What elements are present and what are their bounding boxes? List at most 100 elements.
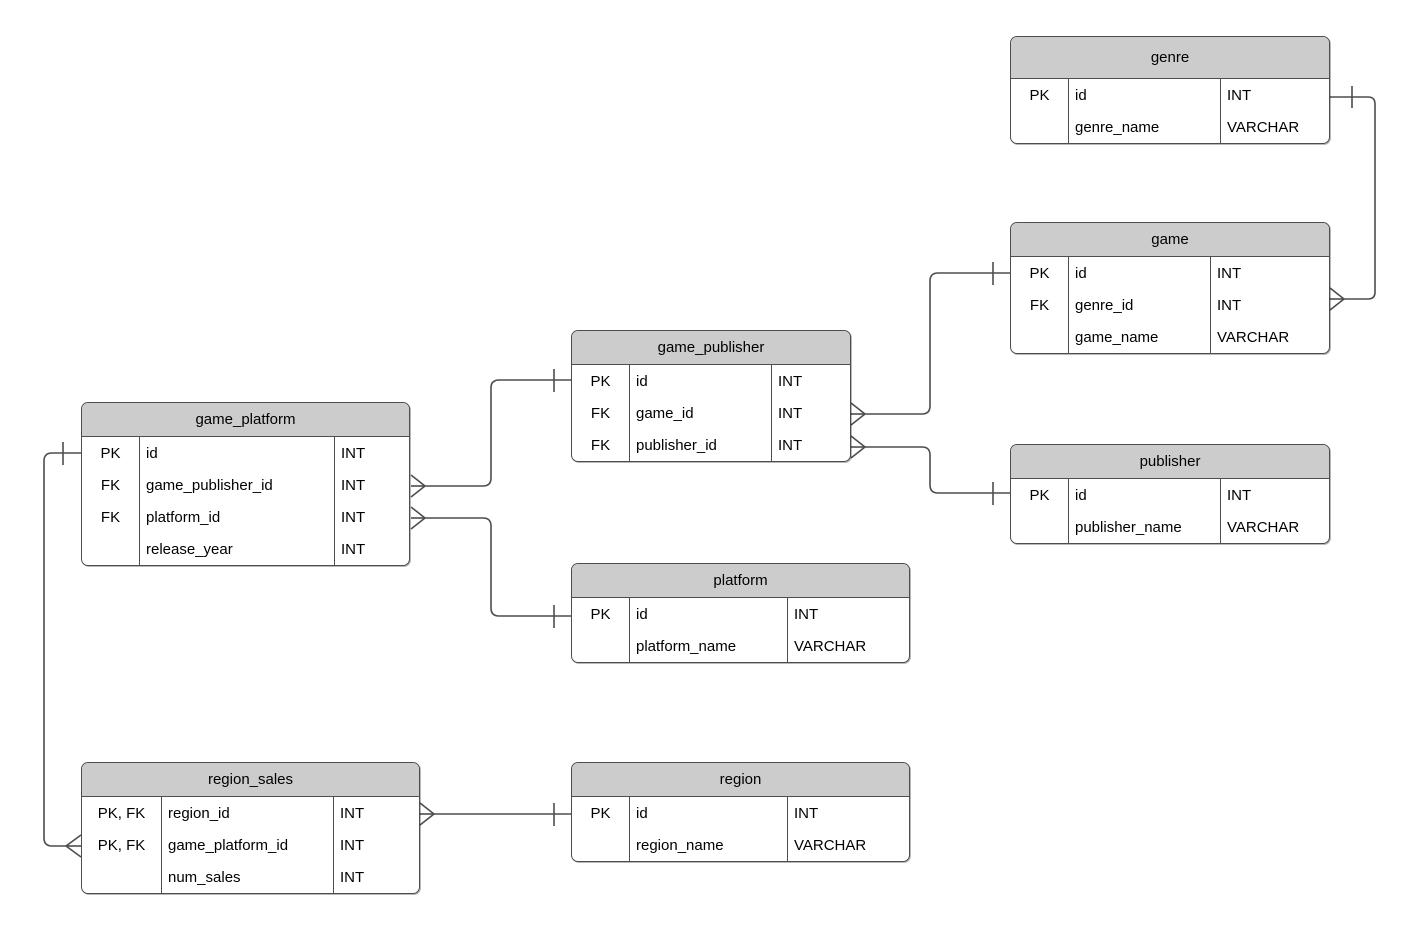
connector-genre-game [1329, 86, 1376, 311]
attribute-type: VARCHAR [794, 836, 867, 854]
attribute-name: id [1069, 479, 1221, 511]
attribute-type: INT [778, 404, 803, 422]
attribute-row[interactable]: genre_name VARCHAR [1011, 111, 1329, 143]
attribute-key: FK [1011, 289, 1069, 321]
attribute-name: platform_id [140, 501, 335, 533]
entity-title-game: game [1011, 223, 1329, 257]
crowsfoot-regionsales-region [419, 802, 435, 826]
attribute-type: INT [340, 804, 365, 822]
crowsfoot-gamepublisher-publisher [850, 435, 866, 459]
crowsfoot-game [1329, 287, 1345, 311]
attribute-type: INT [778, 372, 803, 390]
connector-gamepublisher-gameplatform [410, 369, 571, 498]
attribute-name: id [1069, 257, 1211, 289]
attribute-key [572, 630, 630, 662]
crowsfoot-gameplatform-gamepublisher [410, 474, 426, 498]
attribute-key [1011, 511, 1069, 543]
attribute-name: platform_name [630, 630, 788, 662]
connector-game-gamepublisher [850, 262, 1010, 426]
attribute-key: PK [572, 598, 630, 630]
attribute-row[interactable]: release_year INT [82, 533, 409, 565]
entity-title-region_sales: region_sales [82, 763, 419, 797]
attribute-type: INT [794, 605, 819, 623]
attribute-type: INT [341, 508, 366, 526]
attribute-name: genre_name [1069, 111, 1221, 143]
attribute-key: PK [1011, 479, 1069, 511]
attribute-row[interactable]: publisher_name VARCHAR [1011, 511, 1329, 543]
attribute-row[interactable]: num_sales INT [82, 861, 419, 893]
attribute-key: PK [1011, 79, 1069, 111]
attribute-name: id [1069, 79, 1221, 111]
attribute-name: id [630, 365, 772, 397]
attribute-key [572, 829, 630, 861]
attribute-name: num_sales [162, 861, 334, 893]
attribute-key: PK [1011, 257, 1069, 289]
attribute-name: release_year [140, 533, 335, 565]
attribute-name: id [140, 437, 335, 469]
attribute-name: publisher_name [1069, 511, 1221, 543]
attribute-key: PK [572, 797, 630, 829]
attribute-type: INT [341, 444, 366, 462]
attribute-name: genre_id [1069, 289, 1211, 321]
entity-title-publisher: publisher [1011, 445, 1329, 479]
attribute-name: game_platform_id [162, 829, 334, 861]
attribute-name: game_publisher_id [140, 469, 335, 501]
attribute-type: VARCHAR [794, 637, 867, 655]
attribute-key [82, 861, 162, 893]
crowsfoot-gameplatform-platform [410, 506, 426, 530]
attribute-type: INT [794, 804, 819, 822]
attribute-name: game_id [630, 397, 772, 429]
entity-title-genre: genre [1011, 37, 1329, 79]
attribute-type: INT [1227, 86, 1252, 104]
attribute-key: FK [572, 429, 630, 461]
attribute-type: VARCHAR [1227, 518, 1300, 536]
entity-title-region: region [572, 763, 909, 797]
attribute-key: PK, FK [82, 797, 162, 829]
attribute-key: FK [82, 501, 140, 533]
attribute-type: INT [340, 868, 365, 886]
attribute-type: INT [778, 436, 803, 454]
attribute-type: VARCHAR [1227, 118, 1300, 136]
attribute-key: PK [82, 437, 140, 469]
attribute-type: INT [341, 540, 366, 558]
crowsfoot-regionsales-gameplatform [65, 834, 82, 858]
attribute-key [1011, 111, 1069, 143]
attribute-key [82, 533, 140, 565]
attribute-type: INT [341, 476, 366, 494]
crowsfoot-gamepublisher-game [850, 402, 866, 426]
attribute-key: PK [572, 365, 630, 397]
attribute-key: FK [572, 397, 630, 429]
attribute-type: INT [1227, 486, 1252, 504]
attribute-row[interactable]: platform_name VARCHAR [572, 630, 909, 662]
